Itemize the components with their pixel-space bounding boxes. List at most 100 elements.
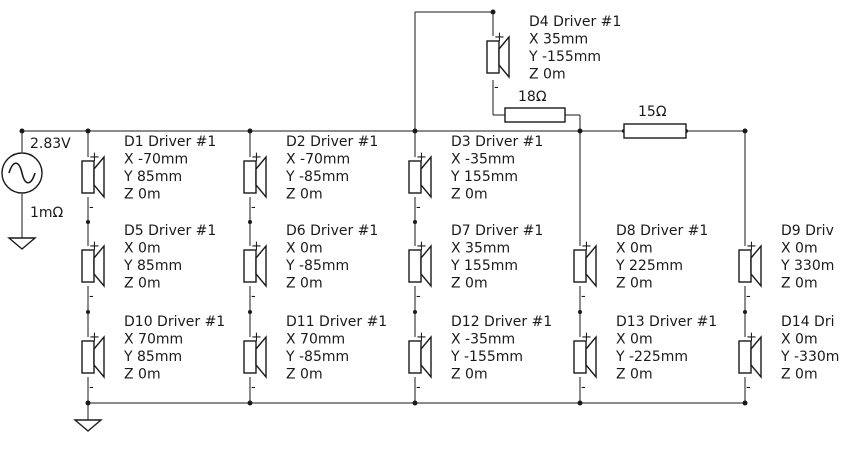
polarity-plus: +: [89, 330, 100, 345]
source-voltage-label: 2.83V: [30, 136, 71, 152]
driver-d2[interactable]: +-: [243, 150, 267, 215]
polarity-minus: -: [746, 380, 751, 395]
driver-y-label: Y 330m: [780, 258, 834, 274]
driver-name-label: D5 Driver #1: [124, 223, 216, 239]
driver-z-label: Z 0m: [451, 276, 488, 292]
driver-name-label: D3 Driver #1: [451, 134, 543, 150]
driver-x-label: X 70mm: [124, 332, 183, 348]
driver-z-label: Z 0m: [781, 276, 818, 292]
driver-d14[interactable]: +-: [738, 330, 762, 395]
driver-z-label: Z 0m: [124, 367, 161, 383]
polarity-minus: -: [416, 380, 421, 395]
driver-d4[interactable]: +-: [486, 30, 510, 95]
driver-y-label: Y -155mm: [528, 49, 601, 65]
driver-d6[interactable]: +-: [243, 239, 267, 304]
driver-name-label: D12 Driver #1: [451, 314, 552, 330]
driver-x-label: X 0m: [124, 241, 161, 257]
driver-x-label: X -35mm: [451, 332, 515, 348]
polarity-plus: +: [89, 150, 100, 165]
driver-z-label: Z 0m: [781, 367, 818, 383]
driver-name-label: D10 Driver #1: [124, 314, 225, 330]
ground-icon: [7, 235, 37, 250]
driver-d12[interactable]: +-: [408, 330, 432, 395]
polarity-minus: -: [251, 200, 256, 215]
driver-y-label: Y 225mm: [615, 258, 683, 274]
driver-d11[interactable]: +-: [243, 330, 267, 395]
polarity-plus: +: [581, 330, 592, 345]
polarity-plus: +: [251, 150, 262, 165]
driver-name-label: D7 Driver #1: [451, 223, 543, 239]
polarity-plus: +: [746, 239, 757, 254]
driver-y-label: Y -85mm: [285, 258, 349, 274]
driver-z-label: Z 0m: [529, 67, 566, 83]
voltage-source[interactable]: [1, 152, 43, 194]
junction-dots: [19, 9, 748, 406]
driver-name-label: D6 Driver #1: [286, 223, 378, 239]
polarity-minus: -: [251, 289, 256, 304]
driver-x-label: X 0m: [616, 241, 653, 257]
driver-d7[interactable]: +-: [408, 239, 432, 304]
polarity-minus: -: [581, 380, 586, 395]
driver-x-label: X 35mm: [451, 241, 510, 257]
driver-y-label: Y 85mm: [123, 349, 182, 365]
driver-x-label: X 0m: [781, 241, 818, 257]
driver-name-label: D14 Dri: [781, 314, 834, 330]
driver-x-label: X 35mm: [529, 32, 588, 48]
driver-name-label: D4 Driver #1: [529, 14, 621, 30]
polarity-plus: +: [89, 239, 100, 254]
driver-x-label: X 0m: [286, 241, 323, 257]
resistor-15ohm[interactable]: [623, 123, 687, 139]
driver-d8[interactable]: +-: [573, 239, 597, 304]
polarity-minus: -: [746, 289, 751, 304]
driver-z-label: Z 0m: [616, 367, 653, 383]
driver-name-label: D1 Driver #1: [124, 134, 216, 150]
driver-d1[interactable]: +-: [81, 150, 105, 215]
source-resistance-label: 1mΩ: [30, 205, 64, 221]
driver-y-label: Y -85mm: [285, 349, 349, 365]
driver-z-label: Z 0m: [616, 276, 653, 292]
ground-icon: [73, 419, 103, 432]
polarity-plus: +: [416, 150, 427, 165]
polarity-minus: -: [494, 80, 499, 95]
polarity-plus: +: [746, 330, 757, 345]
driver-z-label: Z 0m: [124, 276, 161, 292]
driver-d5[interactable]: +-: [81, 239, 105, 304]
driver-name-label: D11 Driver #1: [286, 314, 387, 330]
polarity-minus: -: [416, 200, 421, 215]
polarity-minus: -: [89, 200, 94, 215]
driver-y-label: Y -225mm: [615, 349, 688, 365]
resistor-15ohm-label: 15Ω: [638, 104, 667, 120]
driver-x-label: X -70mm: [124, 152, 188, 168]
polarity-minus: -: [251, 380, 256, 395]
polarity-minus: -: [89, 289, 94, 304]
driver-z-label: Z 0m: [286, 276, 323, 292]
polarity-minus: -: [89, 380, 94, 395]
driver-name-label: D8 Driver #1: [616, 223, 708, 239]
driver-z-label: Z 0m: [286, 187, 323, 203]
driver-y-label: Y 155mm: [450, 258, 518, 274]
driver-z-label: Z 0m: [451, 367, 488, 383]
driver-x-label: X 0m: [781, 332, 818, 348]
driver-z-label: Z 0m: [451, 187, 488, 203]
resistor-18ohm[interactable]: [504, 107, 566, 123]
driver-y-label: Y -85mm: [285, 169, 349, 185]
driver-d10[interactable]: +-: [81, 330, 105, 395]
driver-name-label: D13 Driver #1: [616, 314, 717, 330]
driver-y-label: Y 155mm: [450, 169, 518, 185]
polarity-plus: +: [251, 330, 262, 345]
driver-y-label: Y 85mm: [123, 258, 182, 274]
resistor-18ohm-label: 18Ω: [518, 89, 547, 105]
driver-name-label: D2 Driver #1: [286, 134, 378, 150]
polarity-plus: +: [581, 239, 592, 254]
driver-x-label: X 0m: [616, 332, 653, 348]
driver-d9[interactable]: +-: [738, 239, 762, 304]
polarity-minus: -: [581, 289, 586, 304]
driver-x-label: X -70mm: [286, 152, 350, 168]
driver-d3[interactable]: +-: [408, 150, 432, 215]
driver-z-label: Z 0m: [124, 187, 161, 203]
driver-d13[interactable]: +-: [573, 330, 597, 395]
polarity-plus: +: [416, 239, 427, 254]
